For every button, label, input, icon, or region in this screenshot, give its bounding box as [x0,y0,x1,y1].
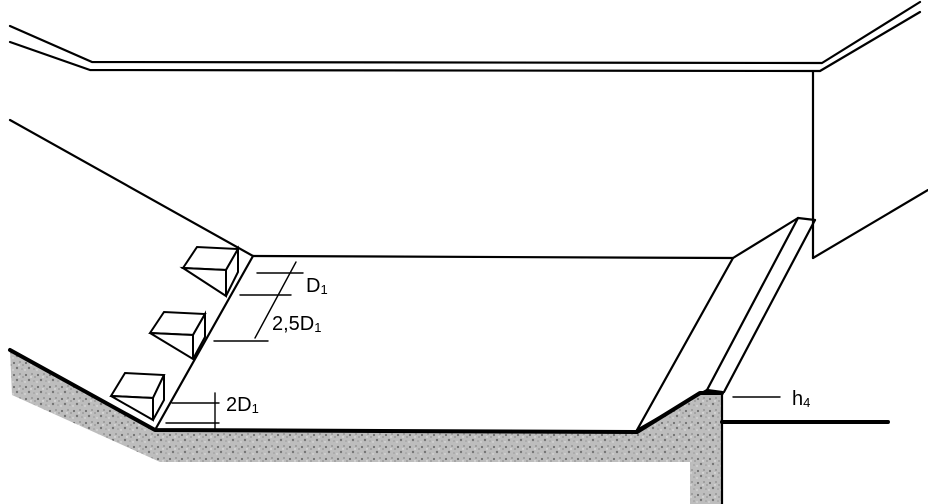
chute-block-1 [179,245,240,298]
left-side-slope [8,118,255,258]
label-block-height: 2D1 [226,394,259,416]
dimension-block-height [165,392,220,431]
chute-block-2 [148,310,207,361]
top-wall-crest [8,0,922,73]
dimension-spacing [213,261,297,342]
section-bottom-line [8,348,724,434]
right-abutment [811,70,928,260]
chute-block-3 [109,371,166,422]
label-h4: h4 [792,388,810,410]
label-spacing: 2,5D1 [272,313,321,335]
ground-foundation [10,350,722,504]
label-d1: D1 [306,275,328,297]
dimension-d1 [239,272,304,296]
basin-floor [153,254,735,432]
